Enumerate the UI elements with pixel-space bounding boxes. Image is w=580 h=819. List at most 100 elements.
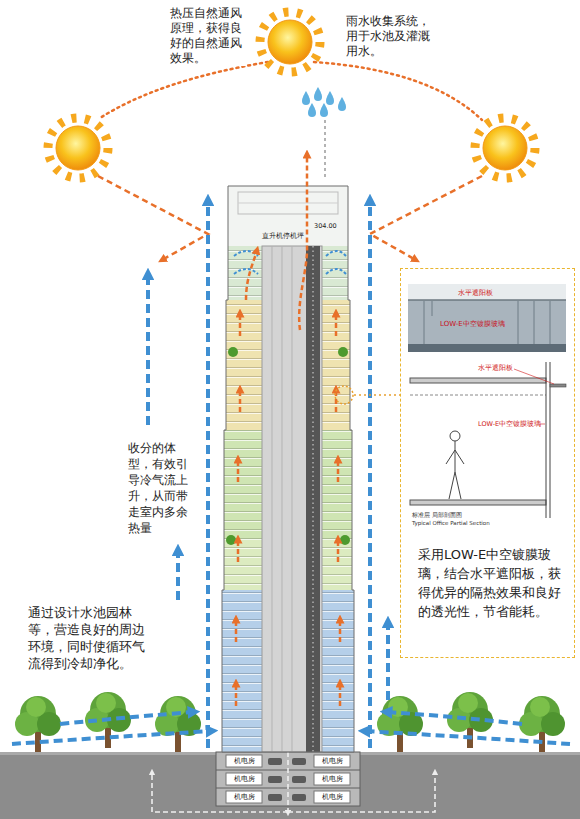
drawing-title: 标准层 局部剖面图 (412, 511, 462, 519)
basement (268, 794, 282, 801)
basement (314, 773, 350, 785)
sun-symbol (475, 118, 535, 178)
room-label: 机电房 (314, 755, 350, 767)
tree-symbol (15, 692, 565, 752)
cool-air-arrow (368, 200, 372, 748)
cool-air-arrow (386, 622, 390, 700)
basement-airflow (152, 752, 435, 813)
ground (0, 752, 580, 819)
section-drawing (546, 362, 547, 518)
basement (226, 791, 262, 803)
air-swirl (234, 269, 258, 274)
part-label: LOW-E中空镀膜玻璃 (478, 420, 541, 428)
tower-body (292, 246, 293, 752)
hot-air-arrow (236, 154, 340, 706)
ventilation-note: 热压自然通风原理，获得良好的自然通风效果。 (170, 6, 246, 66)
basement (292, 776, 306, 783)
basement-airflow (287, 752, 289, 813)
facade-photo (408, 284, 566, 352)
room-label: 机电房 (314, 773, 350, 785)
room-label: 机电房 (226, 791, 262, 803)
sun-symbol (48, 12, 535, 178)
hot-air-arrow (339, 683, 342, 706)
part-label: LOW-E中空镀膜玻璃 (440, 320, 505, 329)
hot-air-arrow (246, 250, 257, 300)
hot-air-arrow (235, 683, 238, 706)
form-note: 收分的体型，有效引导冷气流上升，从而带走室内多余热量 (128, 440, 190, 536)
cool-air-arrow (12, 731, 212, 744)
basement (314, 755, 350, 767)
landscape-note: 通过设计水池园林等，营造良好的周边环境，同时使循环气流得到冷却净化。 (28, 604, 156, 672)
hot-air-arrow (235, 619, 238, 642)
facade-photo (424, 301, 425, 344)
tower-body (282, 246, 283, 752)
sun-path-arc (100, 62, 268, 118)
basement (292, 794, 306, 801)
section-drawing (550, 384, 566, 387)
raindrop-symbol (320, 103, 328, 117)
raindrop-symbol (338, 97, 346, 111)
hot-air-arrow (237, 539, 240, 562)
tree-symbol (15, 696, 61, 752)
sun-symbol (260, 12, 320, 72)
section-drawing (449, 472, 455, 499)
raindrop-symbol (308, 103, 316, 117)
tower-body (272, 246, 273, 752)
cool-air-arrow (146, 274, 150, 425)
tower-body (238, 203, 338, 204)
sun-ray-arrow (370, 176, 482, 260)
hot-air-arrow (237, 459, 240, 482)
section-drawing (450, 431, 460, 441)
section-drawing (410, 378, 546, 383)
tree-symbol (377, 696, 423, 752)
tower-section: 直升机停机坪304.00 (222, 186, 354, 752)
tower-body (222, 186, 354, 752)
basement (226, 755, 262, 767)
raindrop-symbol (326, 91, 334, 105)
cool-air-arrow (60, 712, 194, 724)
hot-air-arrow (239, 313, 242, 336)
cool-air-arrow (12, 200, 570, 748)
basement-airflow (152, 772, 288, 812)
callout-note: 采用LOW-E中空镀膜玻璃，结合水平遮阳板，获得优异的隔热效果和良好的透光性，节… (418, 545, 566, 621)
room-label: 机电房 (226, 755, 262, 767)
facade-photo (432, 301, 433, 316)
tree-symbol (155, 696, 201, 752)
section-drawing (410, 500, 546, 505)
section-drawing (410, 395, 546, 396)
raindrop-symbol (314, 87, 322, 101)
facade-photo (408, 284, 566, 352)
facade-photo (550, 301, 551, 344)
hot-air-arrow (299, 154, 307, 330)
basement (292, 758, 306, 765)
elevation-number: 304.00 (314, 222, 337, 230)
tower-body (313, 246, 314, 752)
ground (0, 752, 580, 819)
section-drawing (410, 362, 566, 518)
sun-path-arc (314, 62, 482, 120)
basement (268, 776, 282, 783)
sun-path-arc (100, 62, 482, 120)
sun-symbol (48, 118, 108, 178)
part-label: 水平遮阳板 (458, 289, 493, 298)
basement (268, 758, 282, 765)
tower-body (306, 246, 320, 752)
hot-air-arrow (335, 389, 338, 412)
cool-air-arrow (386, 712, 522, 724)
room-label: 机电房 (314, 791, 350, 803)
sun-ray-arrow (98, 176, 208, 260)
cool-air-arrow (176, 550, 180, 600)
basement (314, 791, 350, 803)
rain-flow-line (324, 120, 326, 180)
air-swirl (234, 251, 346, 274)
sky-garden (338, 347, 348, 357)
air-swirl (326, 269, 346, 274)
air-swirl (234, 251, 258, 256)
part-label: 水平遮阳板 (478, 364, 513, 372)
raindrop-symbol (302, 87, 346, 117)
sky-garden (340, 535, 350, 545)
facade-photo (518, 301, 519, 344)
